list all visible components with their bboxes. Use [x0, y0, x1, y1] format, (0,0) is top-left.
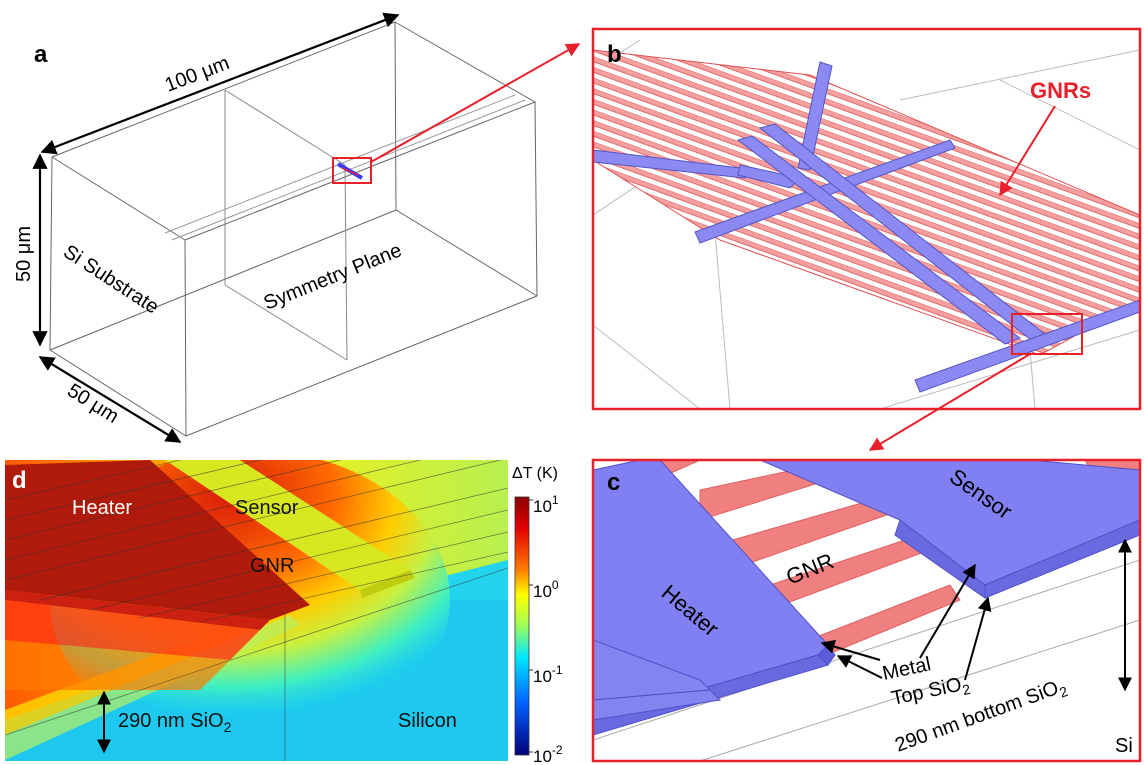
heater-label-d: Heater: [72, 497, 132, 519]
gnr-label-d: GNR: [250, 555, 294, 577]
panel-letter-c: c: [607, 469, 620, 496]
height-dimension-label: 50 μm: [13, 226, 35, 282]
panel-b: GNRs b: [591, 27, 1142, 451]
zoom-box-b: [1011, 313, 1083, 355]
panel-c-frame: [591, 458, 1142, 763]
zoom-arrow-a-to-b: [370, 43, 581, 163]
si-label-c: Si: [1115, 735, 1133, 757]
sio2-label-d: 290 nm SiO2: [118, 710, 232, 735]
width-dimension-arrow: [40, 12, 400, 155]
colorbar: ΔT (K) 101 100 10-1 10-2: [512, 465, 563, 765]
panel-b-frame: [591, 27, 1142, 411]
silicon-label-d: Silicon: [398, 710, 457, 732]
colorbar-tick-4: 10-2: [533, 743, 563, 765]
top-sio2-pointer-2: [964, 596, 992, 681]
colorbar-gradient: [514, 496, 530, 756]
panel-letter-b: b: [607, 41, 622, 68]
substrate-box: [49, 21, 538, 437]
sensor-label-d: Sensor: [235, 497, 299, 519]
colorbar-title: ΔT (K): [512, 465, 558, 482]
zoom-box-a: [332, 157, 372, 184]
panel-letter-a: a: [34, 41, 48, 68]
depth-dimension-arrow: [38, 356, 182, 443]
substrate-label: Si Substrate: [59, 241, 162, 319]
colorbar-tick-2: 100: [533, 578, 559, 601]
metal-pointer-1: [820, 639, 881, 661]
colorbar-tick-1: 101: [533, 493, 559, 516]
metal-electrodes: [593, 61, 1140, 393]
panel-c: Heater Sensor GNR Metal Top SiO2 290 nm …: [591, 458, 1142, 763]
symmetry-plane-label: Symmetry Plane: [261, 239, 405, 314]
panel-letter-d: d: [12, 467, 27, 494]
top-sio2-pointer-1: [836, 655, 883, 679]
sensor-electrode: [759, 460, 1140, 599]
sensor-electrode-d: [165, 460, 410, 590]
colorbar-tick-3: 10-1: [533, 663, 563, 686]
panel-a: a 100 μm 50 μm 50 μm Si Substrate Symmet…: [13, 12, 581, 443]
zoom-arrow-b-to-c: [868, 353, 1031, 451]
gnrs-pointer: [999, 105, 1056, 197]
panel-d: d Heater Sensor GNR 290 nm SiO2 Silicon …: [5, 460, 563, 765]
heater-electrode-d: [5, 460, 310, 620]
metal-pointer-2: [919, 563, 976, 659]
gnrs-label: GNRs: [1030, 78, 1091, 103]
depth-dimension-label: 50 μm: [63, 380, 122, 428]
